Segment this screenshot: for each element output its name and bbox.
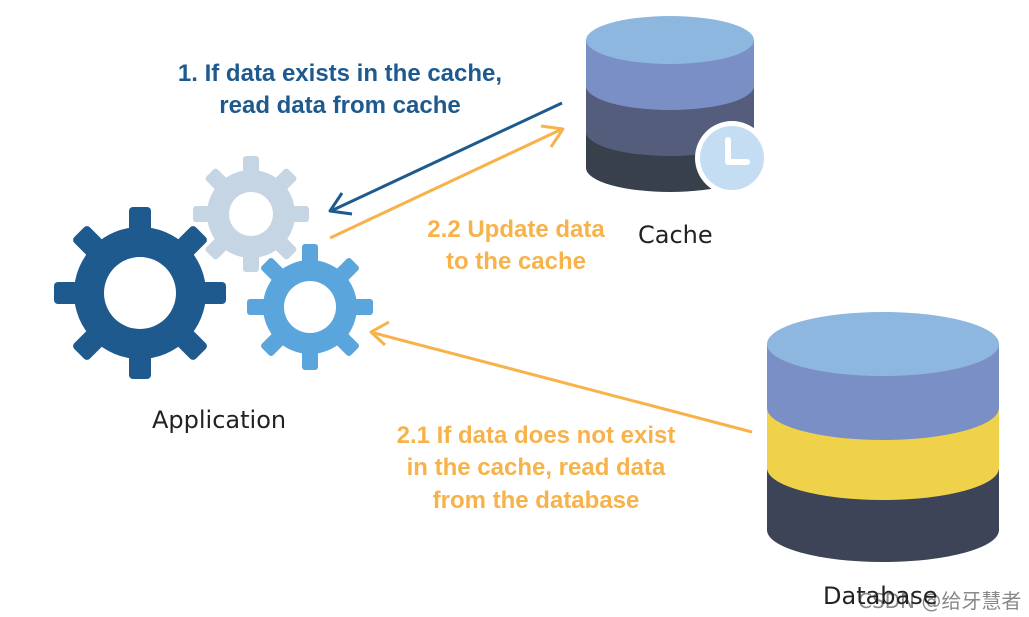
arrow-read-from-database	[369, 320, 753, 434]
database-label: Database	[823, 582, 938, 610]
step-2-2-line-2: to the cache	[445, 248, 587, 276]
step-2-1-line-2: in the cache, read data	[406, 454, 666, 482]
gear-icon	[54, 207, 226, 379]
step-2-1-line-1: 2.1 If data does not exist	[396, 422, 676, 449]
step-1-line-1: 1. If data exists in the cache,	[177, 60, 503, 87]
step-1-line-2: read data from cache	[219, 92, 461, 120]
step-2-2-line-1: 2.2 Update data	[427, 216, 605, 243]
arrow-update-cache	[329, 124, 565, 240]
gear-icon	[193, 156, 309, 272]
step-1-label: 1. If data exists in the cache, read dat…	[140, 58, 540, 123]
gear-icon	[247, 244, 373, 370]
step-2-2-label: 2.2 Update data to the cache	[396, 214, 636, 279]
watermark: CSDN @给牙慧者	[858, 589, 1022, 613]
clock-icon	[695, 121, 769, 195]
application-label: Application	[152, 406, 287, 434]
step-2-1-label: 2.1 If data does not exist in the cache,…	[356, 420, 716, 517]
arrow-read-from-cache	[328, 101, 563, 216]
cache-label: Cache	[638, 221, 713, 249]
step-2-1-line-3: from the database	[432, 486, 640, 514]
database-cylinder-icon	[767, 312, 999, 562]
